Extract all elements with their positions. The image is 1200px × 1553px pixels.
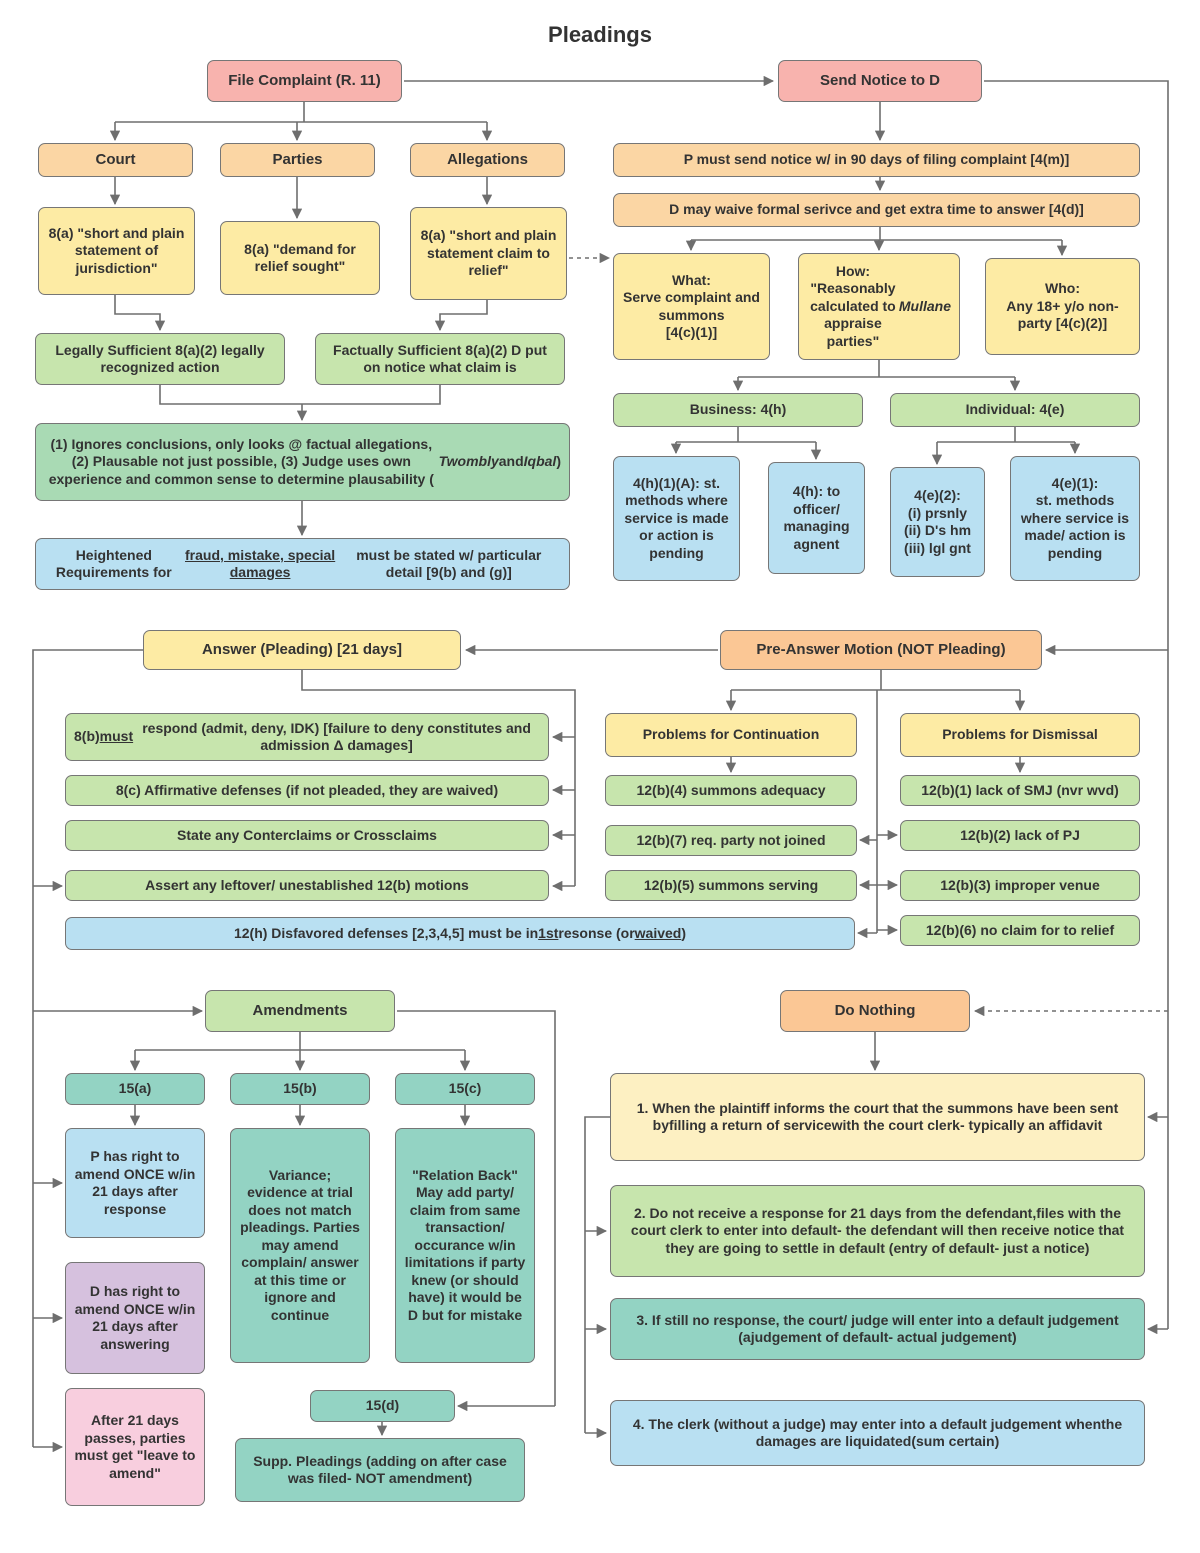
service-who-node: Who: Any 18+ y/o non-party [4(c)(2)]: [985, 258, 1140, 355]
amendments-node: Amendments: [205, 990, 395, 1032]
motion-12b4-node: 12(b)(4) summons adequacy: [605, 775, 857, 806]
waiver-node: D may waive formal serivce and get extra…: [613, 193, 1140, 227]
rule-15d-node: 15(d): [310, 1390, 455, 1422]
default-step2-node: 2. Do not receive a response for 21 days…: [610, 1185, 1145, 1277]
court-node: Court: [38, 143, 193, 177]
service-how-node: How: "Reasonably calculated to appraise …: [798, 253, 960, 360]
answer-node: Answer (Pleading) [21 days]: [143, 630, 461, 670]
rule-15a-node: 15(a): [65, 1073, 205, 1105]
allegations-node: Allegations: [410, 143, 565, 177]
individual-service-node: Individual: 4(e): [890, 393, 1140, 427]
d-amend-once-node: D has right to amend ONCE w/in 21 days a…: [65, 1262, 205, 1374]
supplemental-pleadings-node: Supp. Pleadings (adding on after case wa…: [235, 1438, 525, 1502]
leave-to-amend-node: After 21 days passes, parties must get "…: [65, 1388, 205, 1506]
service-4e2-node: 4(e)(2): (i) prsnly (ii) D's hm (iii) lg…: [890, 467, 985, 577]
service-what-node: What: Serve complaint and summons [4(c)(…: [613, 253, 770, 360]
service-4h1a-node: 4(h)(1)(A): st. methods where service is…: [613, 456, 740, 581]
service-4h-officer-node: 4(h): to officer/ managing agnent: [768, 462, 865, 574]
file-complaint-node: File Complaint (R. 11): [207, 60, 402, 102]
motion-12b7-node: 12(b)(7) req. party not joined: [605, 825, 857, 856]
affirmative-defenses-node: 8(c) Affirmative defenses (if not pleade…: [65, 775, 549, 806]
do-nothing-node: Do Nothing: [780, 990, 970, 1032]
parties-node: Parties: [220, 143, 375, 177]
heightened-requirements-node: Heightened Requirements for fraud, mista…: [35, 538, 570, 590]
default-step1-node: 1. When the plaintiff informs the court …: [610, 1073, 1145, 1161]
motion-12b5-node: 12(b)(5) summons serving: [605, 870, 857, 901]
rule-15c-node: 15(c): [395, 1073, 535, 1105]
leftover-motions-node: Assert any leftover/ unestablished 12(b)…: [65, 870, 549, 901]
demand-relief-node: 8(a) "demand for relief sought": [220, 221, 380, 295]
rule-15b-node: 15(b): [230, 1073, 370, 1105]
counterclaims-node: State any Conterclaims or Crossclaims: [65, 820, 549, 851]
jurisdiction-statement-node: 8(a) "short and plain statement of juris…: [38, 207, 195, 295]
diagram-title: Pleadings: [548, 22, 652, 47]
answer-respond-node: 8(b) must respond (admit, deny, IDK) [fa…: [65, 713, 549, 761]
variance-node: Variance; evidence at trial does not mat…: [230, 1128, 370, 1363]
default-step4-node: 4. The clerk (without a judge) may enter…: [610, 1400, 1145, 1466]
default-step3-node: 3. If still no response, the court/ judg…: [610, 1298, 1145, 1360]
problems-continuation-node: Problems for Continuation: [605, 713, 857, 757]
motion-12b6-node: 12(b)(6) no claim for to relief: [900, 915, 1140, 946]
problems-dismissal-node: Problems for Dismissal: [900, 713, 1140, 757]
plausibility-standard-node: (1) Ignores conclusions, only looks @ fa…: [35, 423, 570, 501]
claim-relief-node: 8(a) "short and plain statement claim to…: [410, 207, 567, 300]
motion-12b3-node: 12(b)(3) improper venue: [900, 870, 1140, 901]
notice-deadline-node: P must send notice w/ in 90 days of fili…: [613, 143, 1140, 177]
send-notice-node: Send Notice to D: [778, 60, 982, 102]
relation-back-node: "Relation Back" May add party/ claim fro…: [395, 1128, 535, 1363]
factually-sufficient-node: Factually Sufficient 8(a)(2) D put on no…: [315, 333, 565, 385]
p-amend-once-node: P has right to amend ONCE w/in 21 days a…: [65, 1128, 205, 1238]
disfavored-defenses-node: 12(h) Disfavored defenses [2,3,4,5] must…: [65, 917, 855, 950]
pre-answer-motion-node: Pre-Answer Motion (NOT Pleading): [720, 630, 1042, 670]
business-service-node: Business: 4(h): [613, 393, 863, 427]
service-4e1-node: 4(e)(1): st. methods where service is ma…: [1010, 456, 1140, 581]
legally-sufficient-node: Legally Sufficient 8(a)(2) legally recog…: [35, 333, 285, 385]
motion-12b2-node: 12(b)(2) lack of PJ: [900, 820, 1140, 851]
motion-12b1-node: 12(b)(1) lack of SMJ (nvr wvd): [900, 775, 1140, 806]
